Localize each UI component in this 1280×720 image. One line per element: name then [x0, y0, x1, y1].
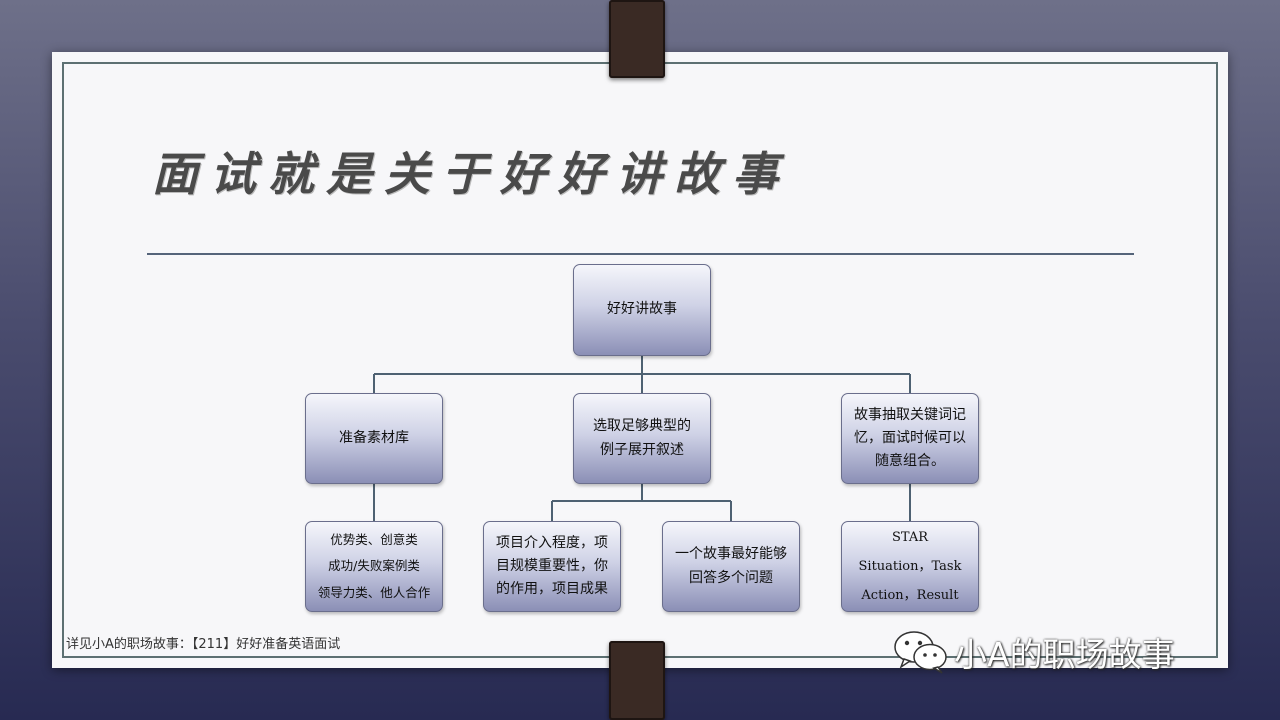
slide-title: 面试就是关于好好讲故事 [152, 147, 790, 201]
slide-board [52, 52, 1228, 668]
binder-clip-bottom [609, 641, 665, 720]
watermark: 小A的职场故事 [892, 628, 1175, 676]
title-divider [147, 253, 1134, 255]
node-branch-1-child-1: 优势类、创意类 成功/失败案例类 领导力类、他人合作 [305, 521, 443, 612]
node-branch-2-child-2: 一个故事最好能够 回答多个问题 [662, 521, 800, 612]
wechat-icon [894, 631, 947, 674]
node-branch-3: 故事抽取关键词记 忆，面试时候可以 随意组合。 [841, 393, 979, 484]
binder-clip-top [609, 0, 665, 78]
node-root: 好好讲故事 [573, 264, 711, 356]
node-branch-2: 选取足够典型的 例子展开叙述 [573, 393, 711, 484]
node-branch-2-child-1: 项目介入程度，项 目规模重要性，你 的作用，项目成果 [483, 521, 621, 612]
node-branch-3-child-1: STAR Situation，Task Action，Result [841, 521, 979, 612]
node-branch-1: 准备素材库 [305, 393, 443, 484]
watermark-text: 小A的职场故事 [954, 635, 1175, 674]
footer-reference: 详见小A的职场故事：【211】好好准备英语面试 [66, 637, 341, 652]
